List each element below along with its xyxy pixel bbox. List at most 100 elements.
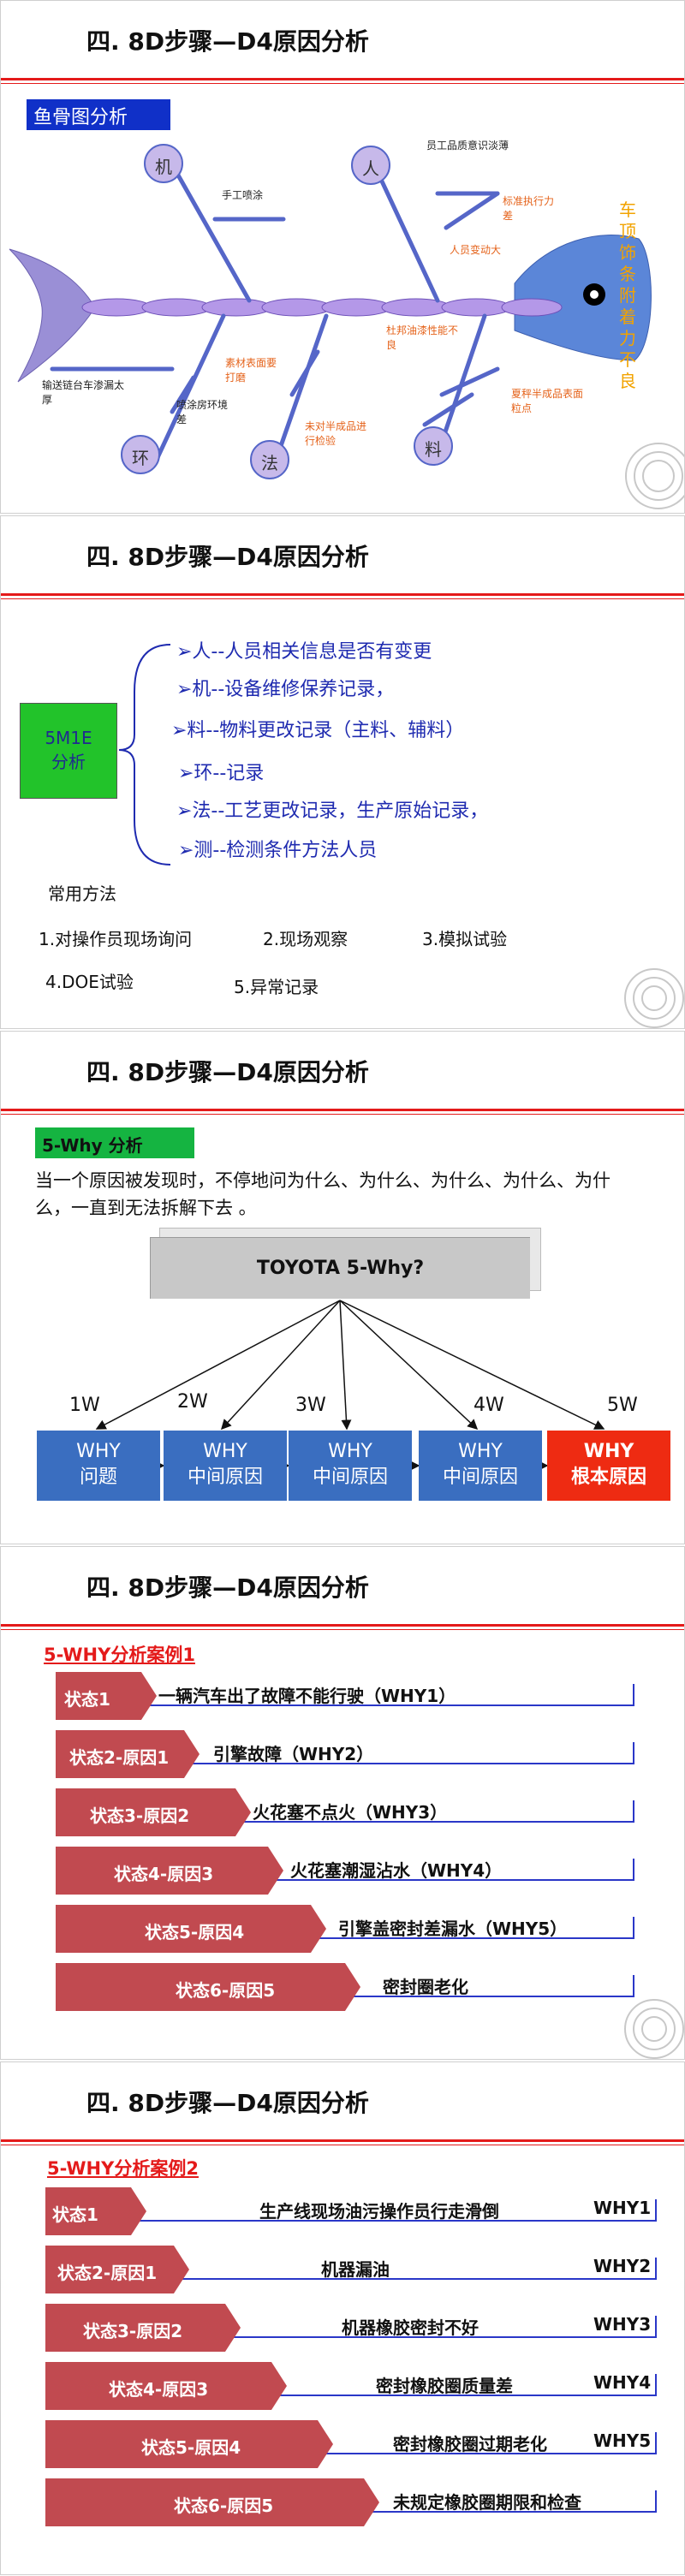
case-title: 5-WHY分析案例2 [47,2158,199,2179]
title-rule-thin [1,83,684,84]
fish-spine [81,298,563,317]
fish-tail [9,248,96,383]
why-arrows [95,1300,605,1471]
row-text: 机器漏油 [321,2259,390,2280]
slide-title: 四. 8D步骤—D4原因分析 [86,27,369,56]
slide-title: 四. 8D步骤—D4原因分析 [86,2089,369,2117]
row-text: 生产线现场油污操作员行走滑倒 [259,2201,499,2222]
row-text: 火花塞潮湿沾水（WHY4） [290,1860,503,1881]
toyota-box: TOYOTA 5-Why? [150,1237,530,1299]
row-text: 火花塞不点火（WHY3） [253,1802,448,1823]
fishbone-label: 鱼骨图分析 [27,99,170,130]
bracket [118,644,171,866]
why-level: 3W [295,1395,326,1416]
row-text: 引擎故障（WHY2） [213,1744,374,1764]
corner-decoration [624,1999,684,2059]
cause-label: 标准执行力差 [503,195,555,222]
category-circle-machine [144,144,183,183]
5m1e-box: 5M1E 分析 [20,703,117,799]
title-rule [1,2139,684,2142]
slide-5m1e: 四. 8D步骤—D4原因分析 5M1E 分析 ➢人--人员相关信息是否有变更 ➢… [0,515,685,1029]
slide-title: 四. 8D步骤—D4原因分析 [86,1058,369,1086]
case-row: 状态5-原因4 密封橡胶圈过期老化 WHY5 [45,2420,657,2472]
case-row: 状态2-原因1 引擎故障（WHY2） [56,1730,634,1782]
method-item: 4.DOE试验 [45,972,134,992]
method-item: 2.现场观察 [263,929,348,949]
title-rule [1,1624,684,1627]
case-row: 状态1 生产线现场油污操作员行走滑倒 WHY1 [45,2187,657,2239]
cause-label: 素材表面要打磨 [225,357,277,384]
why-level: 2W [177,1391,208,1413]
row-why: WHY2 [593,2256,652,2276]
cause-label: 输送链台车渗漏太厚 [42,379,125,406]
row-text: 密封橡胶圈过期老化 [393,2434,547,2454]
method-item: 5.异常记录 [234,977,319,997]
title-rule-thin [1,598,684,599]
slide-5why: 四. 8D步骤—D4原因分析 5-Why 分析 当一个原因被发现时，不停地问为什… [0,1031,685,1544]
slide-fishbone: 四. 8D步骤—D4原因分析 鱼骨图分析 [0,0,685,514]
category-circle-material [414,426,453,466]
list-item: ➢法--工艺更改记录，生产原始记录， [176,800,489,822]
slide-title: 四. 8D步骤—D4原因分析 [86,543,369,571]
row-tag: 状态3-原因2 [90,1806,190,1826]
method-item: 1.对操作员现场询问 [39,929,193,949]
row-tag: 状态2-原因1 [57,2263,158,2283]
case-row: 状态6-原因5 密封圈老化 [56,1963,634,2014]
row-why: WHY3 [593,2314,652,2335]
row-tag: 状态6-原因5 [176,1980,276,2001]
cause-label: 喷涂房环境差 [176,399,229,425]
row-text: 一辆汽车出了故障不能行驶（WHY1） [158,1686,456,1706]
case-row: 状态2-原因1 机器漏油 WHY2 [45,2246,657,2297]
row-tag: 状态4-原因3 [114,1864,214,1884]
row-tag: 状态3-原因2 [83,2321,183,2341]
case-row: 状态6-原因5 未规定橡胶圈期限和检查 [45,2478,657,2530]
row-text: 密封橡胶圈质量差 [376,2376,513,2396]
row-text: 引擎盖密封差漏水（WHY5） [338,1919,568,1939]
row-tag: 状态1 [64,1689,110,1710]
why-level: 5W [607,1395,638,1416]
slide-title: 四. 8D步骤—D4原因分析 [86,1574,369,1602]
category-material: 料 [425,439,442,460]
title-rule [1,78,684,80]
methods-title: 常用方法 [48,883,116,904]
why-level: 1W [69,1395,100,1416]
slide-5why-case1: 四. 8D步骤—D4原因分析 5-WHY分析案例1 状态1 一辆汽车出了故障不能… [0,1546,685,2060]
cause-label: 夏秤半成品表面粒点 [511,388,584,414]
list-item: ➢料--物料更改记录（主料、辅料） [171,720,465,741]
cause-label: 未对半成品进行检验 [305,420,367,447]
case-row: 状态1 一辆汽车出了故障不能行驶（WHY1） [56,1672,634,1723]
row-tag: 状态4-原因3 [109,2379,209,2400]
head-text: 车顶饰条附着力不良 [619,199,636,391]
row-tag: 状态1 [52,2204,98,2225]
category-circle-environment [121,435,160,474]
row-tag: 状态6-原因5 [174,2496,274,2516]
title-rule [1,1109,684,1111]
cause-label: 人员变动大 [450,244,502,256]
row-tag: 状态5-原因4 [141,2437,241,2458]
row-text: 机器橡胶密封不好 [342,2317,479,2338]
row-tag: 状态5-原因4 [145,1922,245,1942]
case-row: 状态4-原因3 密封橡胶圈质量差 WHY4 [45,2362,657,2413]
list-item: ➢测--检测条件方法人员 [178,840,378,861]
row-why: WHY5 [593,2430,652,2451]
list-item: ➢环--记录 [178,763,265,784]
row-tag: 状态2-原因1 [69,1747,170,1768]
case-row: 状态5-原因4 引擎盖密封差漏水（WHY5） [56,1905,634,1956]
corner-decoration [625,443,684,509]
title-rule [1,593,684,596]
method-item: 3.模拟试验 [422,929,508,949]
category-method: 法 [261,453,278,473]
row-why: WHY1 [593,2198,652,2218]
5why-description: 当一个原因被发现时，不停地问为什么、为什么、为什么、为什么、为什么，一直到无法拆… [35,1170,611,1218]
row-why: WHY4 [593,2372,652,2393]
cause-label: 手工喷涂 [222,189,264,201]
category-circle-man [351,146,390,185]
list-item: ➢人--人员相关信息是否有变更 [176,641,432,663]
corner-decoration [624,968,684,1028]
5why-label: 5-Why 分析 [35,1127,194,1158]
